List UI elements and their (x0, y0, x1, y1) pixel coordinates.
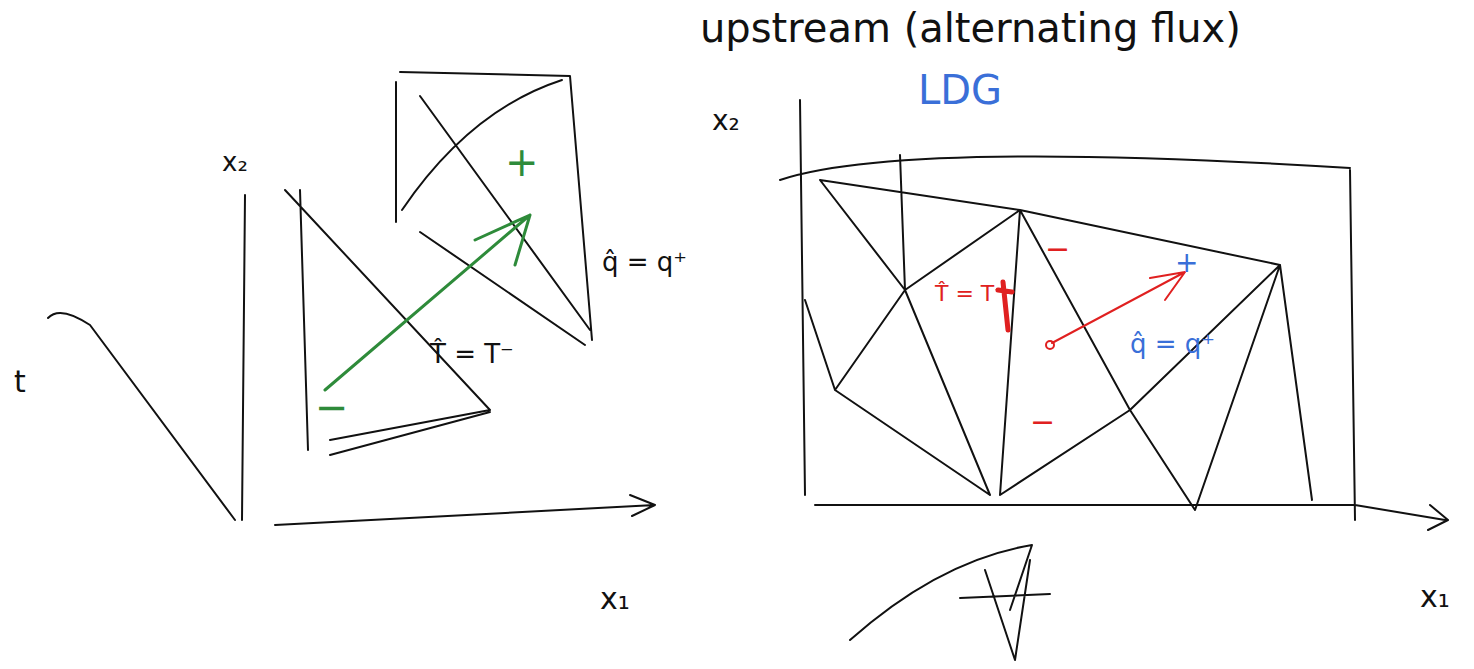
sketch-label: T̂ = T⁻ (430, 340, 514, 369)
sketch-label: x₁ (1420, 580, 1450, 613)
green-arrow (325, 215, 530, 390)
triangle-mesh (805, 155, 1312, 510)
sketch-label: t (14, 365, 26, 398)
sketch-label: x₂ (712, 106, 740, 137)
domain-outline (780, 100, 1448, 530)
x2-axis (242, 195, 245, 520)
sketch-label: x₁ (600, 582, 630, 615)
sketch-label: LDG (918, 68, 1002, 112)
sketch-label: + (505, 140, 539, 184)
sketch-label: T̂ = T⁻ (935, 282, 1006, 306)
sketch-label: x₂ (222, 148, 248, 177)
sketch-label: − (315, 385, 349, 429)
t-axis (48, 313, 235, 520)
title-note: upstream (alternating flux) (700, 6, 1241, 50)
sketch-label: + (1175, 248, 1198, 279)
prism-lower (285, 190, 490, 455)
sketch-label: − (1045, 232, 1070, 265)
scribble (850, 545, 1050, 660)
sketch-label: − (1030, 405, 1055, 438)
sketch-label: q̂ = q⁺ (1130, 330, 1215, 359)
sketch-label: q̂ = q⁺ (602, 248, 687, 277)
x1-axis (275, 495, 655, 525)
